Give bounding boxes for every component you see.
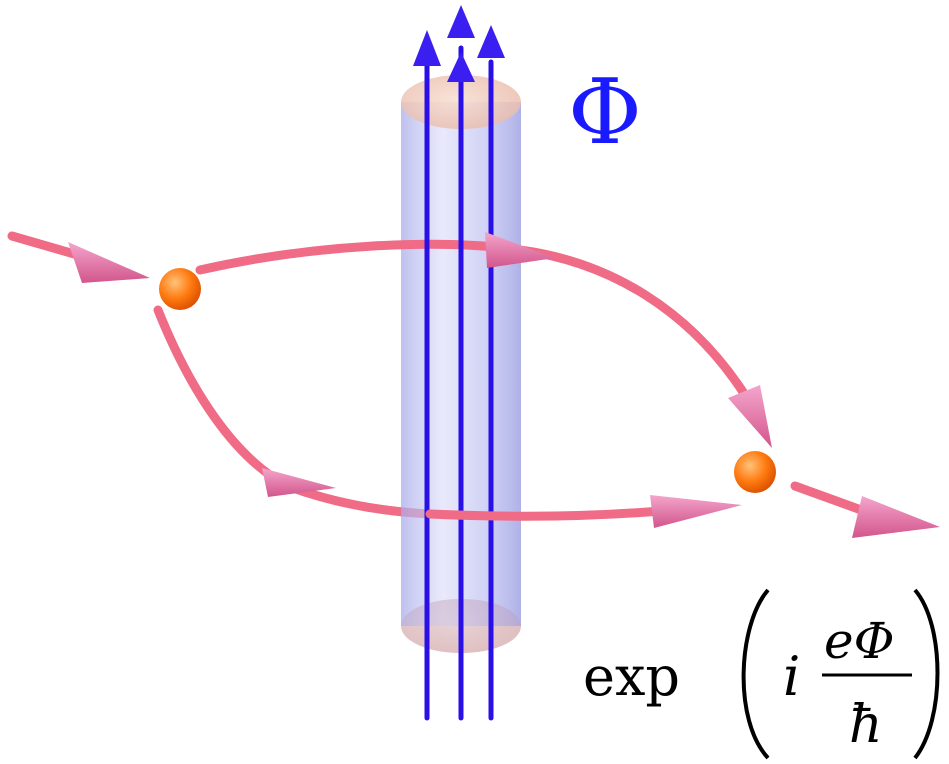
formula-numerator: eΦ [824,612,895,670]
flux-arrowhead-left-1 [413,30,441,66]
source-particle [159,268,201,310]
flux-arrowhead-right-1 [477,25,505,58]
formula-exp: exp [583,645,680,708]
incoming-arrowhead [68,242,150,283]
flux-label: Φ [568,60,642,165]
flux-arrowheads [413,5,505,82]
upper-end-arrowhead [728,385,772,448]
upper-mid-arrowhead [485,232,555,268]
flux-arrowhead-center-1 [447,5,475,38]
formula-i: i [783,645,800,708]
formula-left-paren [741,588,770,760]
lower-right-arrowhead [650,495,742,528]
formula-denominator: ħ [849,695,883,755]
flux-arrowhead-center-2 [447,52,475,82]
flux-arrows [424,45,494,721]
lower-left-arrowhead [262,468,336,497]
direction-cones [68,232,940,538]
lower-path-front [425,506,665,521]
phase-formula: exp i eΦ ħ [583,588,940,760]
detector-particle [734,451,776,493]
outgoing-arrowhead [852,496,940,538]
formula-right-paren [913,588,940,760]
